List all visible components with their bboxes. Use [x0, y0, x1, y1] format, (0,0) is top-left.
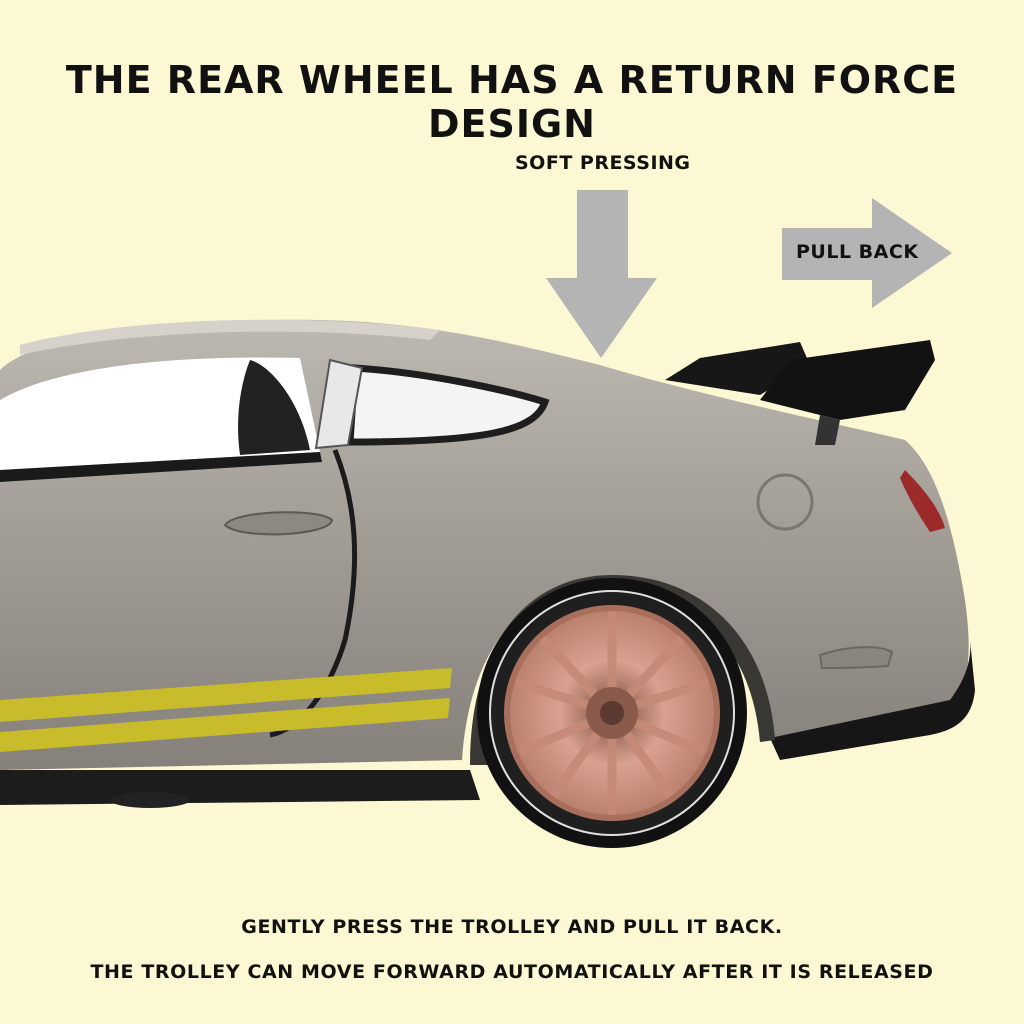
caption-line-2: THE TROLLEY CAN MOVE FORWARD AUTOMATICAL…	[90, 961, 934, 983]
caption-line-1: GENTLY PRESS THE TROLLEY AND PULL IT BAC…	[241, 916, 783, 938]
soft-pressing-label: SOFT PRESSING	[515, 152, 691, 174]
headline: THE REAR WHEEL HAS A RETURN FORCE DESIGN	[65, 58, 959, 146]
pull-back-label: PULL BACK	[796, 241, 919, 263]
